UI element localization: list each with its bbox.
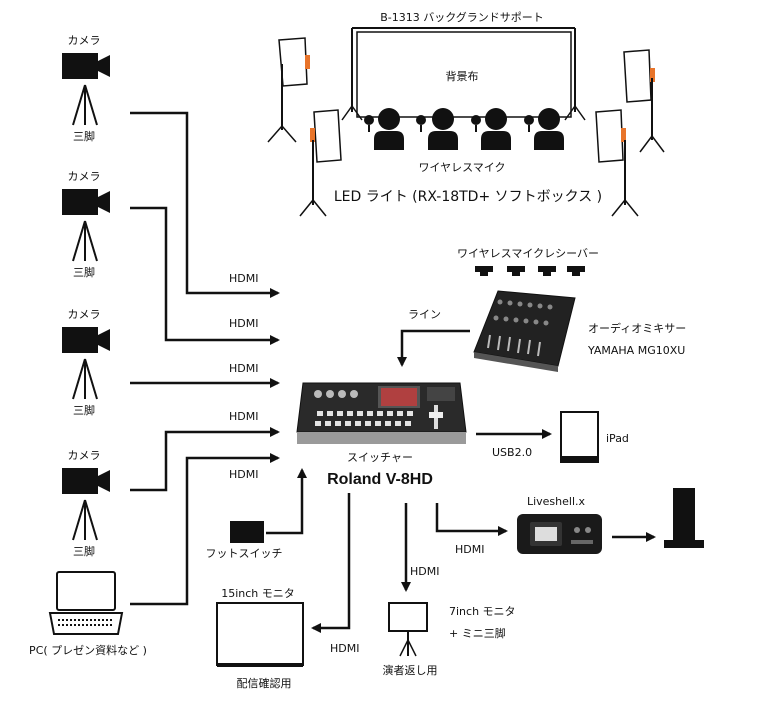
monitor-7-tripod-label: + ミニ三脚 — [449, 627, 506, 640]
hdmi-line-camera-4 — [130, 427, 280, 492]
camera-2-label: カメラ — [67, 170, 101, 183]
tripod-3-label: 三脚 — [73, 404, 95, 417]
tripod-1-label: 三脚 — [73, 130, 95, 143]
monitor-15inch-icon — [216, 602, 304, 667]
line-label: ライン — [408, 308, 441, 321]
hdmi-line-camera-1 — [130, 111, 280, 298]
tripod-icon — [72, 220, 98, 262]
mixer-name-label: オーディオミキサー — [588, 322, 687, 335]
hdmi-line-15inch — [311, 493, 351, 633]
receiver-label: ワイヤレスマイクレシーバー — [456, 247, 600, 260]
liveshell-label: Liveshell.x — [526, 495, 586, 508]
camera-icon — [62, 327, 110, 353]
monitor-15-name-label: 15inch モニタ — [221, 587, 295, 600]
speaker-icon — [664, 488, 704, 548]
ipad-icon — [560, 411, 599, 463]
wireless-mic-label: ワイヤレスマイク — [418, 161, 506, 174]
receiver-icon — [475, 266, 585, 276]
softbox-light-icon — [623, 49, 665, 153]
tripod-icon — [72, 358, 98, 400]
monitor-7-purpose-label: 演者返し用 — [382, 664, 438, 677]
hdmi-label-4: HDMI — [229, 410, 259, 423]
camera-4 — [62, 468, 110, 541]
softbox-light-icon — [595, 109, 639, 217]
microphone-icon — [415, 114, 427, 133]
camera-1-label: カメラ — [67, 34, 101, 47]
ipad-label: iPad — [606, 432, 629, 445]
hdmi-line-pc — [130, 453, 280, 606]
camera-icon — [62, 468, 110, 494]
foot-switch-label: フットスイッチ — [205, 547, 283, 560]
hdmi-liveshell-label: HDMI — [455, 543, 485, 556]
monitor-7inch-icon — [388, 602, 428, 657]
hdmi-label-5: HDMI — [229, 468, 259, 481]
tripod-icon — [72, 499, 98, 541]
camera-3 — [62, 327, 110, 400]
switcher-label: スイッチャー — [347, 451, 413, 464]
hdmi-line-camera-2 — [130, 206, 280, 345]
tripod-icon — [72, 84, 98, 126]
camera-icon — [62, 53, 110, 79]
camera-2 — [62, 189, 110, 262]
led-light-label: LED ライト (RX-18TD+ ソフトボックス ) — [333, 189, 603, 205]
softbox-light-icon — [299, 109, 342, 217]
foot-switch-icon — [230, 521, 264, 543]
hdmi-15inch-label: HDMI — [330, 642, 360, 655]
hdmi-7inch-label: HDMI — [410, 565, 440, 578]
hdmi-line-liveshell — [435, 503, 508, 536]
hdmi-label-1: HDMI — [229, 272, 259, 285]
hdmi-label-2: HDMI — [229, 317, 259, 330]
camera-4-label: カメラ — [67, 449, 101, 462]
microphone-icon — [523, 114, 535, 133]
foot-switch-connection — [266, 468, 307, 535]
background-support — [341, 27, 586, 121]
tripod-4-label: 三脚 — [73, 545, 95, 558]
mixer-model-label: YAMAHA MG10XU — [588, 344, 686, 357]
background-support-label: B-1313 バックグランドサポート — [380, 11, 544, 24]
switcher-model-label: Roland V-8HD — [327, 471, 433, 488]
pc-label: PC( プレゼン資料など ) — [29, 644, 147, 657]
backdrop-cloth-label: 背景布 — [445, 70, 479, 83]
microphone-icon — [363, 114, 375, 133]
switcher-icon — [296, 382, 467, 444]
hdmi-connections — [130, 111, 280, 606]
camera-3-label: カメラ — [67, 308, 101, 321]
softbox-light-icon — [267, 37, 310, 143]
liveshell-icon — [517, 514, 602, 554]
monitor-7-name-label: 7inch モニタ — [449, 605, 516, 618]
backdrop-cloth — [356, 31, 572, 118]
mixer-icon — [473, 290, 576, 372]
microphone-icon — [470, 114, 482, 133]
usb-label: USB2.0 — [492, 446, 533, 459]
camera-1 — [62, 53, 110, 126]
tripod-2-label: 三脚 — [73, 266, 95, 279]
laptop-icon — [48, 571, 124, 635]
camera-icon — [62, 189, 110, 215]
hdmi-label-3: HDMI — [229, 362, 259, 375]
monitor-15-purpose-label: 配信確認用 — [236, 677, 292, 690]
line-connection — [397, 329, 470, 367]
